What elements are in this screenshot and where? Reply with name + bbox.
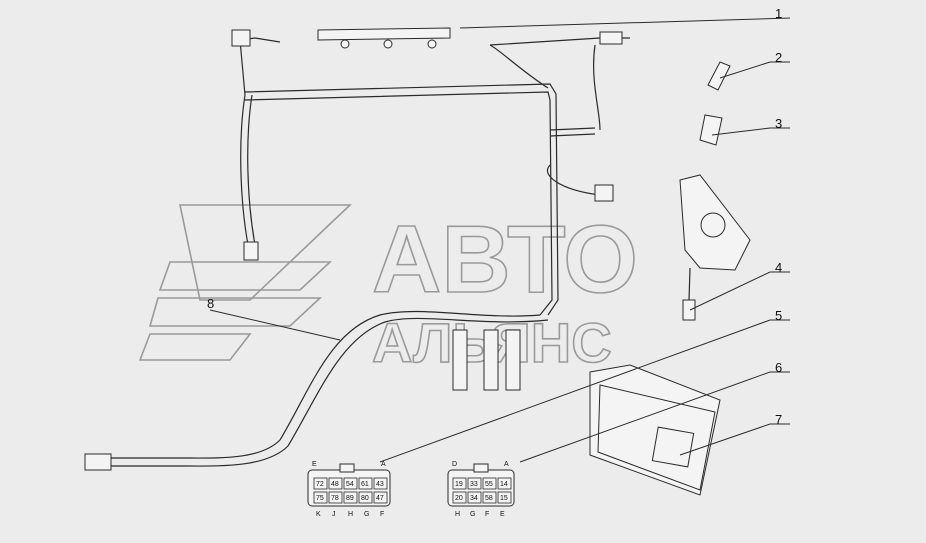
left-bottom-letter: K bbox=[316, 511, 321, 518]
callout-5: 5 bbox=[775, 308, 782, 323]
right-pin-cell bbox=[467, 477, 482, 490]
left-bottom-letter: F bbox=[380, 511, 384, 518]
pin-corner-d: D bbox=[452, 461, 457, 468]
callout-7: 7 bbox=[775, 412, 782, 427]
watermark-logo-icon bbox=[138, 204, 353, 361]
right-bottom-letter: H bbox=[455, 511, 460, 518]
callout-leaders bbox=[209, 17, 791, 463]
harness-main bbox=[84, 29, 630, 471]
left-pin-label: 48 bbox=[331, 481, 339, 488]
sensor-connector-left bbox=[243, 241, 259, 261]
left-pin-cell bbox=[358, 477, 373, 490]
connector-diagram-right: D A 19 33 55 14 20 34 58 15 H G F E bbox=[447, 461, 515, 518]
callout-8: 8 bbox=[207, 296, 214, 311]
sensor-connector-mid bbox=[594, 184, 614, 202]
bracket-2 bbox=[707, 61, 731, 91]
right-pin-cell bbox=[467, 491, 482, 504]
right-pin-cell bbox=[497, 477, 512, 490]
fuel-rail-bracket bbox=[317, 27, 451, 49]
right-pin-label: 55 bbox=[485, 481, 493, 488]
left-pin-label: 89 bbox=[346, 495, 354, 502]
pedal-sensor-assembly bbox=[679, 174, 751, 321]
right-pin-cell bbox=[452, 491, 467, 504]
right-bottom-letter: G bbox=[470, 511, 475, 518]
right-pin-label: 58 bbox=[485, 495, 493, 502]
right-pin-cell bbox=[452, 477, 467, 490]
left-pin-cell bbox=[343, 491, 358, 504]
left-pin-label: 78 bbox=[331, 495, 339, 502]
pigtail-3 bbox=[505, 329, 521, 391]
watermark: АВТО АЛЬЯНС bbox=[138, 204, 639, 375]
left-pin-cell bbox=[313, 477, 328, 490]
callout-1: 1 bbox=[775, 6, 782, 21]
pigtail-1 bbox=[452, 329, 468, 391]
pin-corner-e: E bbox=[312, 461, 317, 468]
left-bottom-letter: G bbox=[364, 511, 369, 518]
right-bottom-letter: E bbox=[500, 511, 505, 518]
left-pin-label: 75 bbox=[316, 495, 324, 502]
right-pin-cell bbox=[482, 491, 497, 504]
left-pin-label: 47 bbox=[376, 495, 384, 502]
connector-top-left bbox=[231, 29, 251, 47]
right-bottom-letter: F bbox=[485, 511, 489, 518]
right-pin-label: 15 bbox=[500, 495, 508, 502]
connector-end-left bbox=[84, 453, 112, 471]
left-pin-cell bbox=[328, 491, 343, 504]
left-pin-label: 61 bbox=[361, 481, 369, 488]
left-pin-cell bbox=[313, 491, 328, 504]
pin-corner-a2: A bbox=[504, 461, 509, 468]
right-pin-label: 20 bbox=[455, 495, 463, 502]
callout-6: 6 bbox=[775, 360, 782, 375]
connector-diagram-left: E A 72 48 54 61 43 75 78 89 80 47 K J H G F bbox=[307, 461, 391, 518]
left-pin-label: 72 bbox=[316, 481, 324, 488]
left-pin-cell bbox=[373, 477, 388, 490]
left-pin-cell bbox=[343, 477, 358, 490]
right-pin-cell bbox=[482, 477, 497, 490]
bracket-3 bbox=[699, 114, 723, 146]
right-pin-label: 34 bbox=[470, 495, 478, 502]
pin-corner-a: A bbox=[381, 461, 386, 468]
left-pin-cell bbox=[373, 491, 388, 504]
right-pin-cell bbox=[497, 491, 512, 504]
connector-top-right bbox=[599, 31, 623, 45]
left-pin-label: 54 bbox=[346, 481, 354, 488]
callout-numbers: 1 2 3 4 5 6 7 8 bbox=[207, 6, 782, 427]
left-pin-label: 80 bbox=[361, 495, 369, 502]
pigtail-2 bbox=[483, 329, 499, 391]
ecu-unit bbox=[589, 364, 721, 496]
right-pin-label: 33 bbox=[470, 481, 478, 488]
left-pin-cell bbox=[358, 491, 373, 504]
right-pin-label: 14 bbox=[500, 481, 508, 488]
callout-4: 4 bbox=[775, 260, 782, 275]
left-pin-label: 43 bbox=[376, 481, 384, 488]
callout-3: 3 bbox=[775, 116, 782, 131]
left-bottom-letter: J bbox=[332, 511, 336, 518]
left-bottom-letter: H bbox=[348, 511, 353, 518]
watermark-line1: АВТО bbox=[372, 206, 638, 313]
callout-2: 2 bbox=[775, 50, 782, 65]
left-pin-cell bbox=[328, 477, 343, 490]
right-pin-label: 19 bbox=[455, 481, 463, 488]
